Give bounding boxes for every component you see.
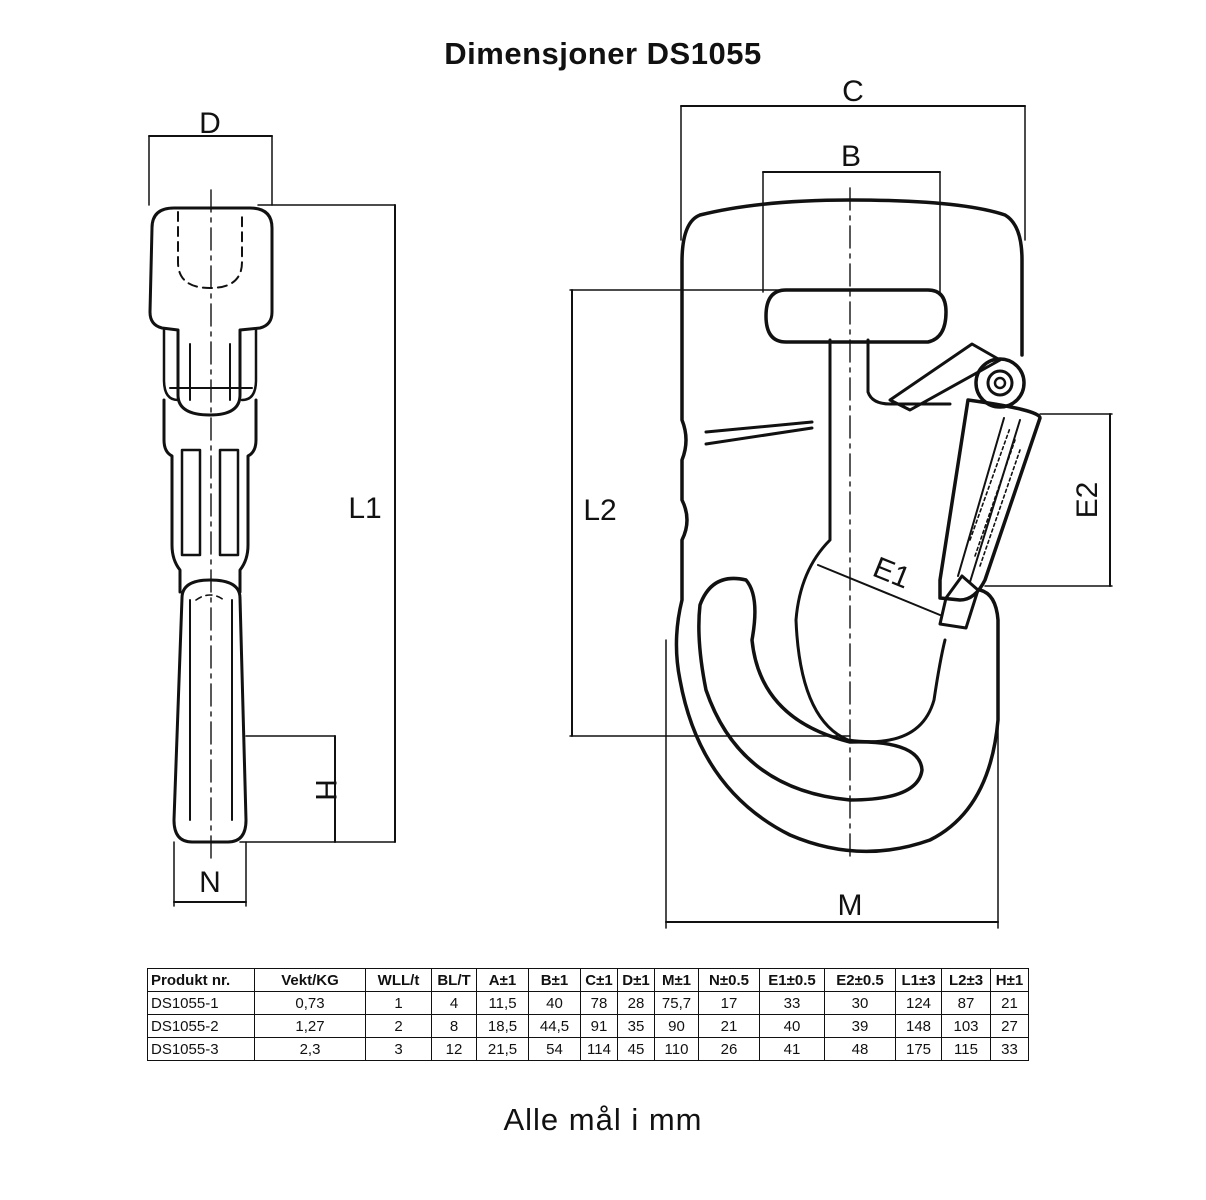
- side-view: [148, 135, 396, 907]
- table-cell: 2: [365, 1014, 432, 1038]
- table-cell: 45: [617, 1037, 655, 1061]
- column-header: D±1: [617, 968, 655, 992]
- column-header: L2±3: [941, 968, 991, 992]
- table-cell: 4: [431, 991, 477, 1015]
- table-cell: 91: [580, 1014, 618, 1038]
- table-cell: 17: [698, 991, 760, 1015]
- column-header: B±1: [528, 968, 581, 992]
- column-header: E1±0.5: [759, 968, 825, 992]
- table-header-row: Produkt nr. Vekt/KG WLL/t BL/T A±1 B±1 C…: [147, 968, 1029, 992]
- table-cell: 3: [365, 1037, 432, 1061]
- table-cell: DS1055-1: [147, 991, 255, 1015]
- table-cell: 2,3: [254, 1037, 366, 1061]
- table-cell: 33: [990, 1037, 1029, 1061]
- column-header: Produkt nr.: [147, 968, 255, 992]
- table-cell: DS1055-2: [147, 1014, 255, 1038]
- column-header: Vekt/KG: [254, 968, 366, 992]
- hook-drawing: D L1 H N C B L2 E1 E2 M: [148, 75, 1113, 929]
- table-cell: 39: [824, 1014, 896, 1038]
- table-cell: 27: [990, 1014, 1029, 1038]
- table-cell: 0,73: [254, 991, 366, 1015]
- label-m: M: [838, 889, 863, 922]
- table-cell: 78: [580, 991, 618, 1015]
- table-cell: 21: [990, 991, 1029, 1015]
- column-header: WLL/t: [365, 968, 432, 992]
- table-cell: 175: [895, 1037, 942, 1061]
- label-l2: L2: [583, 494, 616, 527]
- table-cell: 114: [580, 1037, 618, 1061]
- table-row: DS1055-1 0,73 1 4 11,5 40 78 28 75,7 17 …: [147, 991, 1029, 1015]
- table-cell: 90: [654, 1014, 699, 1038]
- table-cell: 12: [431, 1037, 477, 1061]
- dimension-table: Produkt nr. Vekt/KG WLL/t BL/T A±1 B±1 C…: [147, 968, 1029, 1061]
- table-cell: 11,5: [476, 991, 529, 1015]
- table-cell: 103: [941, 1014, 991, 1038]
- table-cell: 124: [895, 991, 942, 1015]
- table-cell: 48: [824, 1037, 896, 1061]
- table-cell: 1: [365, 991, 432, 1015]
- table-cell: 28: [617, 991, 655, 1015]
- table-cell: 87: [941, 991, 991, 1015]
- table-cell: 1,27: [254, 1014, 366, 1038]
- table-row: DS1055-2 1,27 2 8 18,5 44,5 91 35 90 21 …: [147, 1014, 1029, 1038]
- column-header: C±1: [580, 968, 618, 992]
- table-cell: DS1055-3: [147, 1037, 255, 1061]
- label-d: D: [199, 107, 221, 140]
- table-cell: 33: [759, 991, 825, 1015]
- label-n: N: [199, 866, 221, 899]
- column-header: E2±0.5: [824, 968, 896, 992]
- page-title: Dimensjoner DS1055: [444, 36, 762, 71]
- table-row: DS1055-3 2,3 3 12 21,5 54 114 45 110 26 …: [147, 1037, 1029, 1061]
- front-view: [569, 105, 1113, 929]
- column-header: N±0.5: [698, 968, 760, 992]
- table-cell: 54: [528, 1037, 581, 1061]
- label-h: H: [309, 779, 342, 801]
- column-header: H±1: [990, 968, 1029, 992]
- table-cell: 148: [895, 1014, 942, 1038]
- table-cell: 44,5: [528, 1014, 581, 1038]
- table-cell: 21,5: [476, 1037, 529, 1061]
- column-header: M±1: [654, 968, 699, 992]
- table-cell: 110: [654, 1037, 699, 1061]
- table-cell: 40: [528, 991, 581, 1015]
- column-header: BL/T: [431, 968, 477, 992]
- table-cell: 115: [941, 1037, 991, 1061]
- table-cell: 26: [698, 1037, 760, 1061]
- column-header: A±1: [476, 968, 529, 992]
- units-note: Alle mål i mm: [503, 1102, 703, 1137]
- label-e2: E2: [1071, 482, 1104, 519]
- label-l1: L1: [348, 492, 381, 525]
- table-cell: 18,5: [476, 1014, 529, 1038]
- column-header: L1±3: [895, 968, 942, 992]
- table-cell: 75,7: [654, 991, 699, 1015]
- label-b: B: [841, 140, 861, 173]
- table-cell: 40: [759, 1014, 825, 1038]
- table-cell: 30: [824, 991, 896, 1015]
- label-c: C: [842, 75, 864, 108]
- table-cell: 41: [759, 1037, 825, 1061]
- table-cell: 35: [617, 1014, 655, 1038]
- table-cell: 21: [698, 1014, 760, 1038]
- table-cell: 8: [431, 1014, 477, 1038]
